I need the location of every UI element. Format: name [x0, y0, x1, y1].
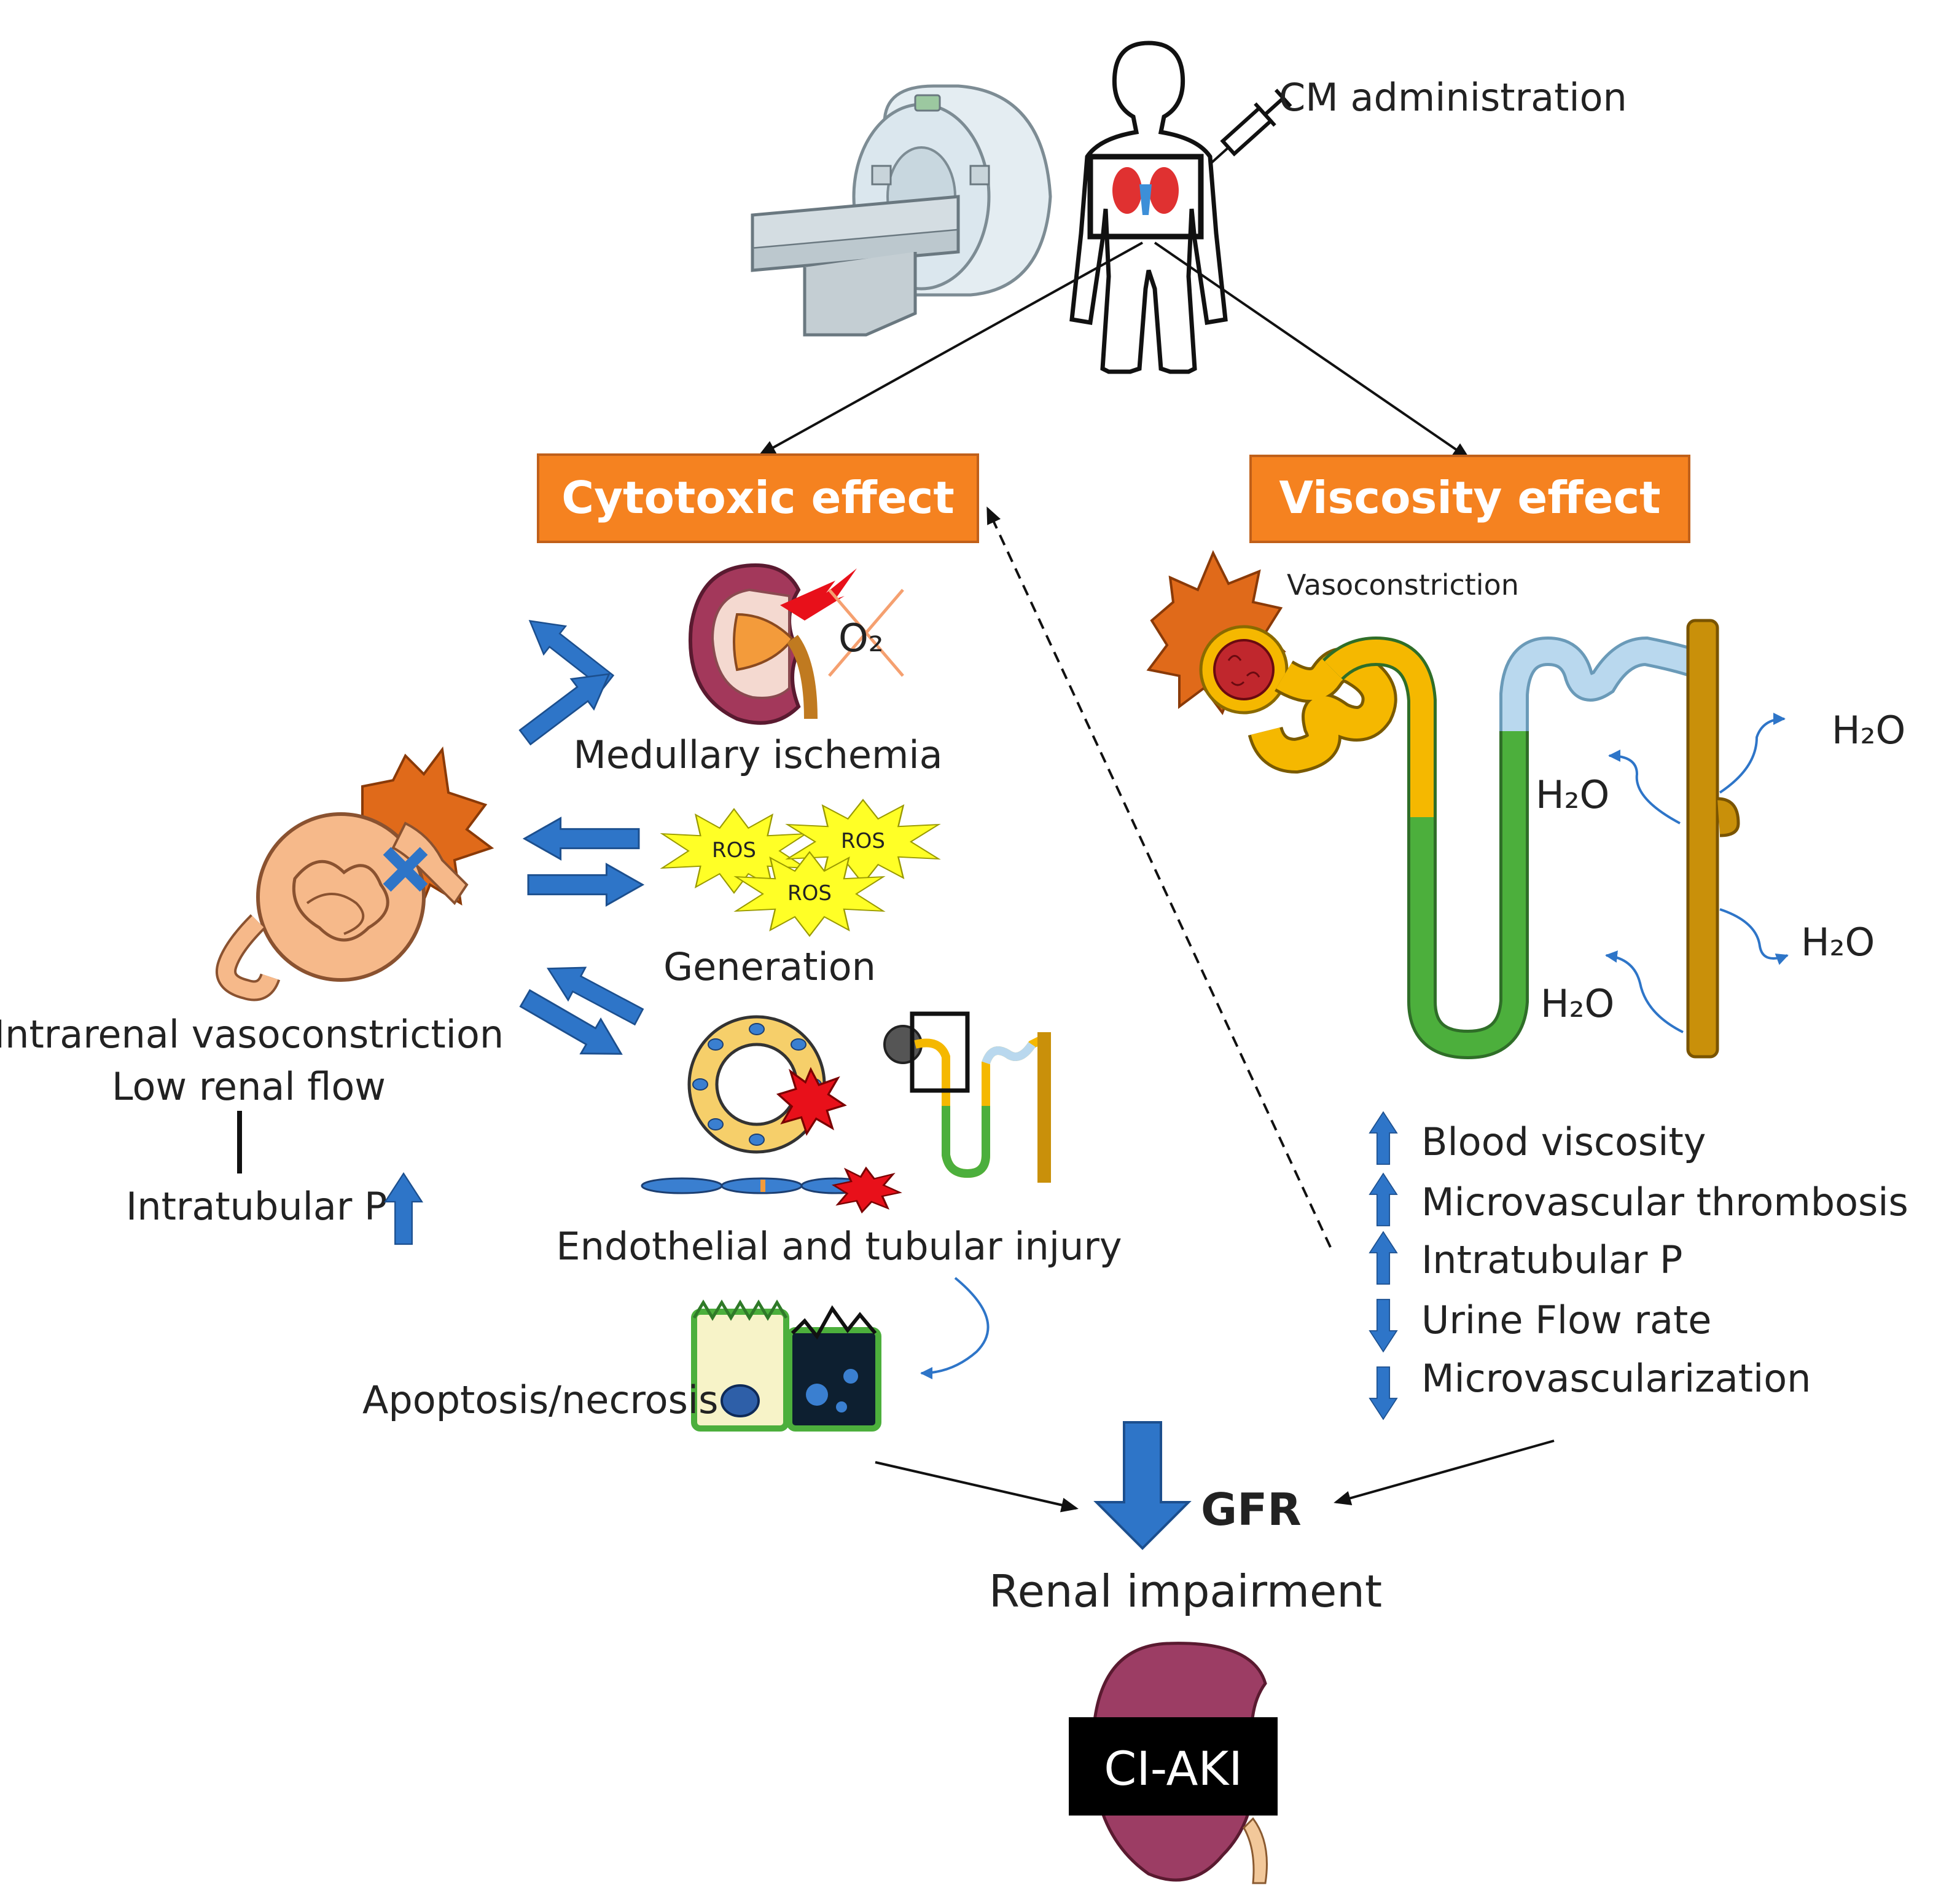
h2o-arrow-4 [1605, 950, 1684, 1033]
cytotoxic-effect-box: Cytotoxic effect [537, 453, 979, 543]
low-renal-flow-label: Low renal flow [112, 1064, 386, 1109]
down-arrow-icon [1369, 1366, 1397, 1420]
mri-scanner-icon [751, 84, 1052, 337]
h2o-arrow-1 [1719, 713, 1786, 794]
effect-intratubular-p: Intratubular P [1369, 1231, 1682, 1285]
h2o-label-3: H₂O [1801, 920, 1875, 965]
double-arrow-injury [514, 951, 649, 1072]
o2-label: O₂ [838, 616, 884, 660]
apoptotic-cells-icon [691, 1299, 881, 1432]
vasoconstriction-label: Intrarenal vasoconstriction [0, 1012, 504, 1057]
curved-arrow-to-apoptosis [920, 1277, 990, 1379]
double-arrow-ischemia [513, 606, 622, 753]
renal-impairment-label: Renal impairment [989, 1565, 1382, 1617]
effect-label: Microvascular thrombosis [1421, 1180, 1908, 1224]
endothelial-injury-label: Endothelial and tubular injury [556, 1224, 1122, 1269]
tubule-cross-section-icon [687, 1015, 846, 1154]
h2o-label-4: H₂O [1541, 981, 1614, 1026]
vasoconstriction-viscosity-label: Vasoconstriction [1287, 568, 1519, 601]
arrow-to-viscosity [1154, 241, 1470, 460]
up-arrow-icon [1369, 1173, 1397, 1226]
viscosity-effects-list: Blood viscosity Microvascular thrombosis… [1369, 1111, 1908, 1420]
ros-star-2: ROS [786, 799, 940, 885]
arrow-cytotoxic-to-gfr [875, 1461, 1079, 1513]
ros-label-1: ROS [712, 838, 756, 863]
viscosity-effect-box: Viscosity effect [1249, 455, 1690, 543]
double-arrow-ros [523, 817, 644, 906]
effect-label: Microvascularization [1421, 1356, 1811, 1401]
up-arrow-icon [1369, 1231, 1397, 1285]
effect-microvascular-thrombosis: Microvascular thrombosis [1369, 1173, 1908, 1226]
viscosity-effect-title: Viscosity effect [1279, 472, 1660, 523]
ros-label-3: ROS [787, 881, 832, 906]
ros-star-1: ROS [661, 808, 807, 894]
generation-label: Generation [663, 944, 876, 989]
glomerulus-icon [216, 746, 494, 1001]
ros-star-3: ROS [735, 851, 885, 937]
h2o-arrow-2 [1608, 750, 1681, 825]
h2o-label-2: H₂O [1536, 772, 1609, 817]
effect-urine-flow-rate: Urine Flow rate [1369, 1298, 1711, 1352]
endothelium-strip-icon [641, 1167, 901, 1213]
syringe-icon [1209, 88, 1292, 165]
o2-crossed-out: O₂ [828, 589, 904, 677]
effect-microvascularization: Microvascularization [1369, 1356, 1811, 1420]
up-arrow-icon [1369, 1111, 1397, 1165]
intratubular-up-arrow [384, 1172, 423, 1245]
arrow-viscosity-to-gfr [1334, 1440, 1555, 1506]
down-arrow-icon [1369, 1299, 1397, 1352]
nephron-icon [1146, 550, 1740, 1060]
effect-label: Blood viscosity [1421, 1119, 1706, 1164]
cytotoxic-effect-title: Cytotoxic effect [561, 472, 955, 523]
ci-aki-label: CI-AKI [1104, 1741, 1242, 1796]
intratubular-p-label: Intratubular P [126, 1184, 387, 1229]
apoptosis-necrosis-label: Apoptosis/necrosis [362, 1377, 718, 1422]
ros-label-2: ROS [841, 829, 885, 853]
small-nephron-icon [883, 1011, 1051, 1183]
h2o-label-1: H₂O [1832, 708, 1905, 753]
kidney-cross-section-icon [689, 563, 857, 725]
gfr-label: GFR [1201, 1484, 1302, 1535]
cm-administration-label: CM administration [1279, 75, 1627, 120]
human-body-icon [1069, 41, 1228, 374]
gfr-down-arrow-icon [1093, 1421, 1192, 1550]
effect-label: Urine Flow rate [1421, 1298, 1711, 1342]
effect-label: Intratubular P [1421, 1237, 1682, 1282]
arrow-to-cytotoxic [758, 241, 1143, 456]
ci-aki-badge: CI-AKI [1069, 1717, 1278, 1816]
h2o-arrow-3 [1719, 908, 1789, 965]
effect-blood-viscosity: Blood viscosity [1369, 1111, 1706, 1165]
medullary-ischemia-label: Medullary ischemia [573, 732, 942, 777]
dashed-feedback-arrow [986, 506, 1332, 1248]
